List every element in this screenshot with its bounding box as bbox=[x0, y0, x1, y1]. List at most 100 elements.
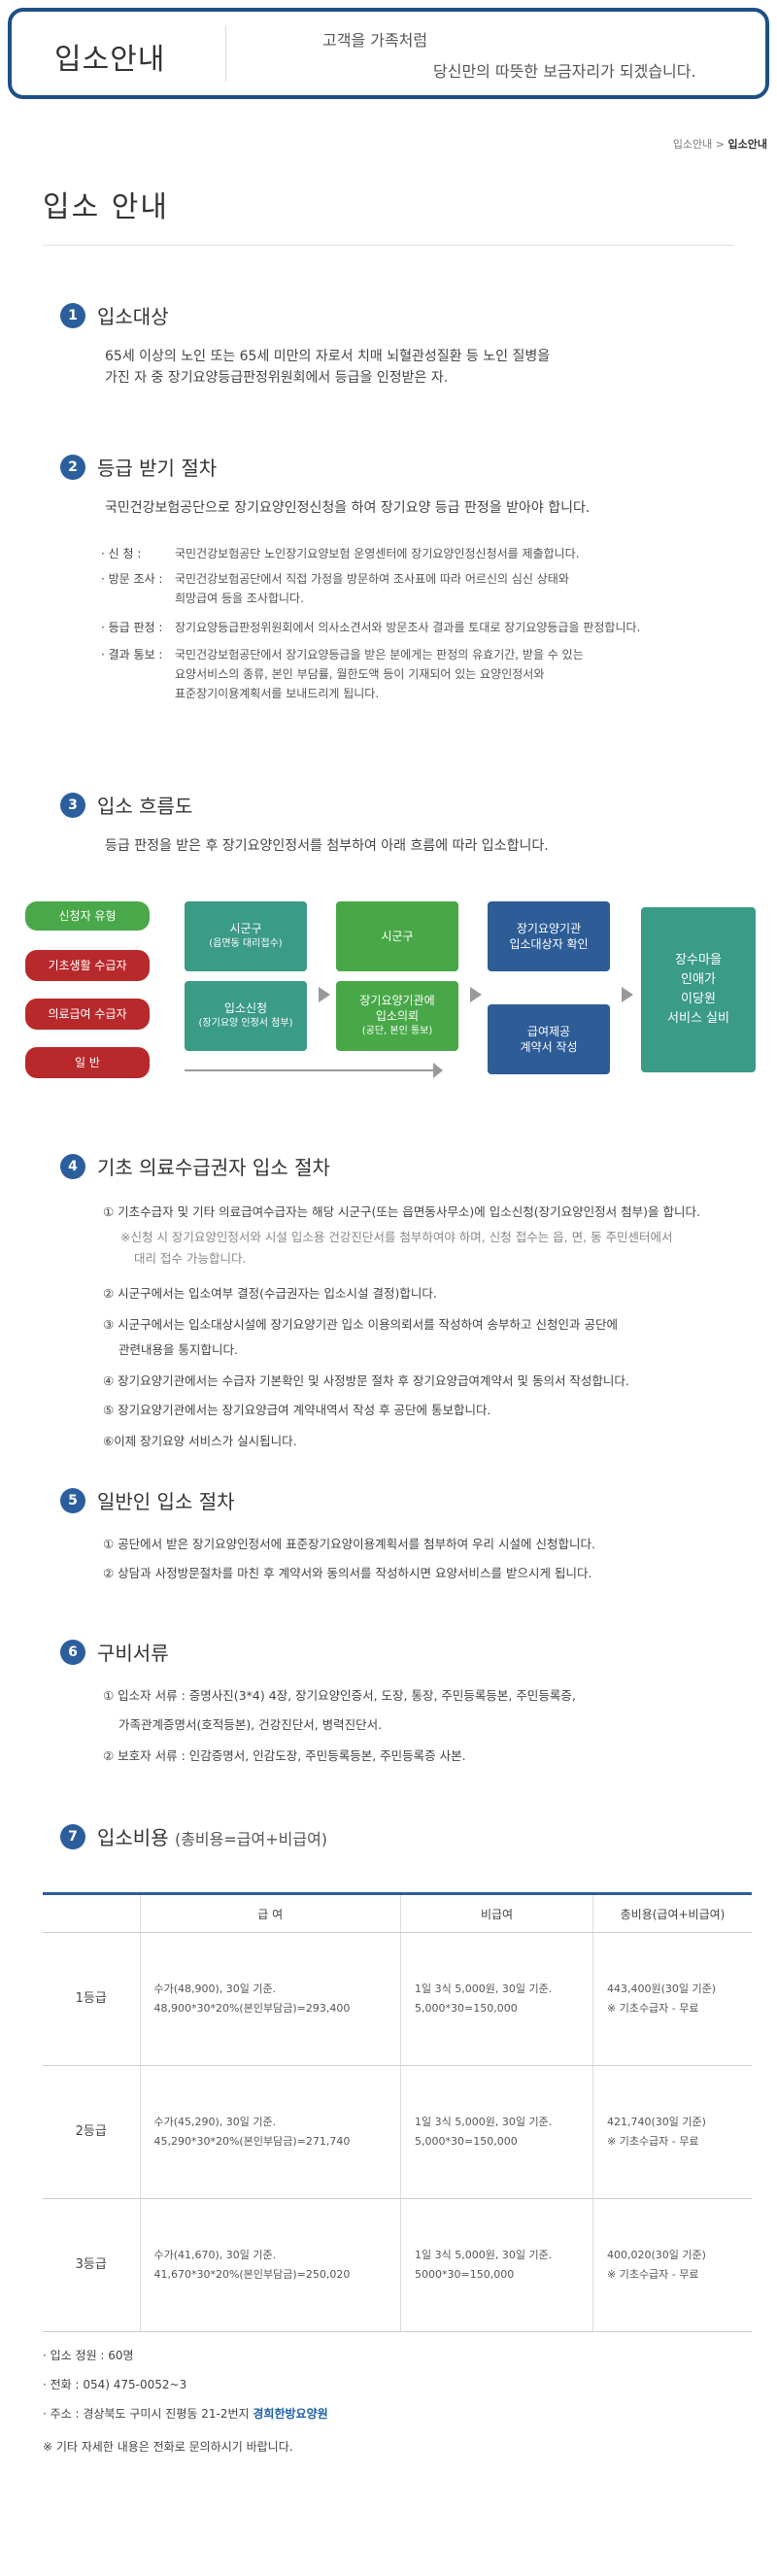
procedure-key: · 신 청 : bbox=[101, 547, 142, 560]
document-list-item: ① 입소자 서류 : 증명사진(3*4) 4장, 장기요양인증서, 도장, 통장… bbox=[103, 1688, 576, 1703]
flow-arrow-icon bbox=[319, 987, 330, 1002]
pay-cell: 수가(41,670), 30일 기준.41,670*30*20%(본인부담금)=… bbox=[139, 2198, 401, 2332]
procedure-row: · 등급 판정 : 장기요양등급판정위원회에서 의사소견서와 방문조사 결과를 토… bbox=[101, 618, 738, 637]
procedure-key: · 방문 조사 : bbox=[101, 572, 163, 586]
capacity-text: · 입소 정원 : 60명 bbox=[43, 2349, 134, 2362]
section-7-heading: 7 입소비용 (총비용=급여+비급여) bbox=[60, 1822, 327, 1850]
section-6-heading: 6 구비서류 bbox=[60, 1638, 169, 1666]
non-pay-cell: 1일 3식 5,000원, 30일 기준.5,000*30=150,000 bbox=[400, 2065, 593, 2199]
flow-arrow-icon bbox=[433, 1063, 443, 1078]
flow-connector-line bbox=[185, 1069, 433, 1071]
breadcrumb-separator: > bbox=[715, 138, 726, 151]
section-title: 등급 받기 절차 bbox=[97, 457, 218, 480]
procedure-step: ⑥이제 장기요양 서비스가 실시됩니다. bbox=[103, 1434, 297, 1448]
total-cell: 421,740(30일 기준)※ 기초수급자 - 무료 bbox=[591, 2065, 752, 2199]
section-title: 입소 흐름도 bbox=[97, 795, 193, 818]
procedure-value: 장기요양등급판정위원회에서 의사소견서와 방문조사 결과를 토대로 장기요양등급… bbox=[175, 621, 641, 634]
cost-table: 급 여 비급여 총비용(급여+비급여) 1등급 수가(48,900), 30일 … bbox=[43, 1892, 752, 2332]
flow-box-district-2: 시군구 bbox=[336, 901, 458, 971]
procedure-row: · 결과 통보 : 국민건강보험공단에서 장기요양등급을 받은 분에게는 판정의 … bbox=[101, 645, 738, 703]
flow-type-medical: 의료급여 수급자 bbox=[25, 999, 150, 1030]
section-number-badge: 3 bbox=[60, 792, 85, 818]
procedure-row: · 신 청 : 국민건강보험공단 노인장기요양보험 운영센터에 장기요양인정신청서… bbox=[101, 544, 738, 563]
breadcrumb-parent[interactable]: 입소안내 bbox=[672, 138, 713, 151]
procedure-value: 국민건강보험공단 노인장기요양보험 운영센터에 장기요양인정신청서를 제출합니다… bbox=[175, 547, 580, 560]
header-divider bbox=[225, 25, 226, 82]
section-1-text-line1: 65세 이상의 노인 또는 65세 미만의 자로서 치매 뇌혈관성질환 등 노인… bbox=[105, 349, 551, 364]
section-title: 기초 의료수급권자 입소 절차 bbox=[97, 1156, 330, 1179]
procedure-value-cont: 요양서비스의 종류, 본인 부담률, 월한도액 등이 기재되어 있는 요양인정서… bbox=[175, 667, 545, 681]
section-2-heading: 2 등급 받기 절차 bbox=[60, 453, 217, 481]
page-title: 입소 안내 bbox=[43, 190, 169, 224]
procedure-key: · 등급 판정 : bbox=[101, 621, 163, 634]
flow-arrow-icon bbox=[470, 987, 482, 1002]
procedure-step: ① 공단에서 받은 장기요양인정서에 표준장기요양이용계획서를 첨부하여 우리 … bbox=[103, 1537, 595, 1551]
non-pay-cell: 1일 3식 5,000원, 30일 기준.5,000*30=150,000 bbox=[400, 1932, 593, 2066]
grade-cell: 2등급 bbox=[43, 2065, 140, 2199]
procedure-key: · 결과 통보 : bbox=[101, 648, 163, 661]
procedure-note-cont: 대리 접수 가능합니다. bbox=[134, 1251, 247, 1266]
header-slogan-line1: 고객을 가족처럼 bbox=[322, 31, 428, 50]
section-number-badge: 1 bbox=[60, 302, 85, 328]
table-header-cell: 비급여 bbox=[400, 1892, 593, 1933]
procedure-note: ※신청 시 장기요양인정서와 시설 입소용 건강진단서를 첨부하여야 하며, 신… bbox=[120, 1230, 673, 1244]
table-header-cell: 총비용(급여+비급여) bbox=[591, 1892, 752, 1933]
table-header-cell bbox=[43, 1892, 140, 1933]
facility-name-link[interactable]: 경희한방요양원 bbox=[253, 2407, 328, 2421]
phone-text: · 전화 : 054) 475-0052~3 bbox=[43, 2378, 187, 2391]
section-number-badge: 7 bbox=[60, 1823, 85, 1849]
pay-cell: 수가(45,290), 30일 기준.45,290*30*20%(본인부담금)=… bbox=[139, 2065, 401, 2199]
contact-note: ※ 기타 자세한 내용은 전화로 문의하시기 바랍니다. bbox=[43, 2440, 293, 2454]
breadcrumb-current: 입소안내 bbox=[727, 138, 767, 151]
non-pay-cell: 1일 3식 5,000원, 30일 기준.5000*30=150,000 bbox=[400, 2198, 593, 2332]
header-title: 입소안내 bbox=[54, 43, 166, 77]
section-3-heading: 3 입소 흐름도 bbox=[60, 791, 192, 819]
document-list-item: ② 보호자 서류 : 인감증명서, 인감도장, 주민등록등본, 주민등록증 사본… bbox=[103, 1748, 466, 1763]
procedure-step: ⑤ 장기요양기관에서는 장기요양급여 계약내역서 작성 후 공단에 통보합니다. bbox=[103, 1403, 491, 1417]
section-1-text-line2: 가진 자 중 장기요양등급판정위원회에서 등급을 인정받은 자. bbox=[105, 370, 449, 386]
table-row: 2등급 수가(45,290), 30일 기준.45,290*30*20%(본인부… bbox=[43, 2065, 752, 2199]
procedure-value-cont: 희망급여 등을 조사합니다. bbox=[175, 592, 304, 605]
flow-arrow-icon bbox=[622, 987, 633, 1002]
grade-cell: 3등급 bbox=[43, 2198, 140, 2332]
address-text: · 주소 : 경상북도 구미시 진평동 21-2번지 경희한방요양원 bbox=[43, 2407, 328, 2421]
procedure-value-cont: 표준장기이용계획서를 보내드리게 됩니다. bbox=[175, 687, 380, 700]
flow-box-application: 입소신청(장기요양 인정서 첨부) bbox=[185, 981, 307, 1051]
flow-applicant-type-label: 신청자 유형 bbox=[25, 901, 150, 931]
flow-type-general: 일 반 bbox=[25, 1047, 150, 1078]
section-title: 구비서류 bbox=[97, 1642, 169, 1665]
total-cell: 443,400원(30일 기준)※ 기초수급자 - 무료 bbox=[591, 1932, 752, 2066]
table-header-cell: 급 여 bbox=[139, 1892, 401, 1933]
section-4-heading: 4 기초 의료수급권자 입소 절차 bbox=[60, 1152, 330, 1180]
table-row: 3등급 수가(41,670), 30일 기준.41,670*30*20%(본인부… bbox=[43, 2198, 752, 2332]
procedure-value: 국민건강보험공단에서 장기요양등급을 받은 분에게는 판정의 유효기간, 받을 … bbox=[175, 648, 584, 661]
procedure-row: · 방문 조사 : 국민건강보험공단에서 직접 가정을 방문하여 조사표에 따라 … bbox=[101, 569, 738, 608]
section-3-intro: 등급 판정을 받은 후 장기요양인정서를 첨부하여 아래 흐름에 따라 입소합니… bbox=[105, 838, 549, 854]
section-number-badge: 6 bbox=[60, 1639, 85, 1665]
section-number-badge: 4 bbox=[60, 1153, 85, 1179]
breadcrumb: 입소안내 > 입소안내 bbox=[673, 136, 767, 152]
title-divider bbox=[43, 245, 734, 246]
procedure-step: ④ 장기요양기관에서는 수급자 기본확인 및 사정방문 절차 후 장기요양급여계… bbox=[103, 1373, 629, 1388]
procedure-step: ③ 시군구에서는 입소대상시설에 장기요양기관 입소 이용의뢰서를 작성하여 송… bbox=[103, 1317, 618, 1332]
section-title: 일반인 입소 절차 bbox=[97, 1490, 235, 1513]
page-header: 입소안내 고객을 가족처럼 당신만의 따뜻한 보금자리가 되겠습니다. bbox=[8, 8, 769, 99]
section-2-intro: 국민건강보험공단으로 장기요양인정신청을 하여 장기요양 등급 판정을 받아야 … bbox=[105, 500, 591, 516]
grade-cell: 1등급 bbox=[43, 1932, 140, 2066]
section-number-badge: 2 bbox=[60, 454, 85, 480]
section-title: 입소비용 (총비용=급여+비급여) bbox=[97, 1826, 328, 1849]
procedure-value: 국민건강보험공단에서 직접 가정을 방문하여 조사표에 따라 어르신의 심신 상… bbox=[175, 572, 569, 586]
procedure-step-cont: 관련내용을 통지합니다. bbox=[118, 1342, 238, 1357]
procedure-step: ② 시군구에서는 입소여부 결정(수급권자는 입소시설 결정)합니다. bbox=[103, 1286, 437, 1301]
section-subtitle: (총비용=급여+비급여) bbox=[174, 1830, 328, 1848]
table-row: 1등급 수가(48,900), 30일 기준.48,900*30*20%(본인부… bbox=[43, 1932, 752, 2066]
procedure-step: ① 기초수급자 및 기타 의료급여수급자는 해당 시군구(또는 읍면동사무소)에… bbox=[103, 1204, 700, 1219]
header-slogan-line2: 당신만의 따뜻한 보금자리가 되겠습니다. bbox=[433, 62, 696, 81]
document-list-item-cont: 가족관계증명서(호적등본), 건강진단서, 병력진단서. bbox=[118, 1717, 383, 1732]
flow-type-basic: 기초생활 수급자 bbox=[25, 950, 150, 981]
